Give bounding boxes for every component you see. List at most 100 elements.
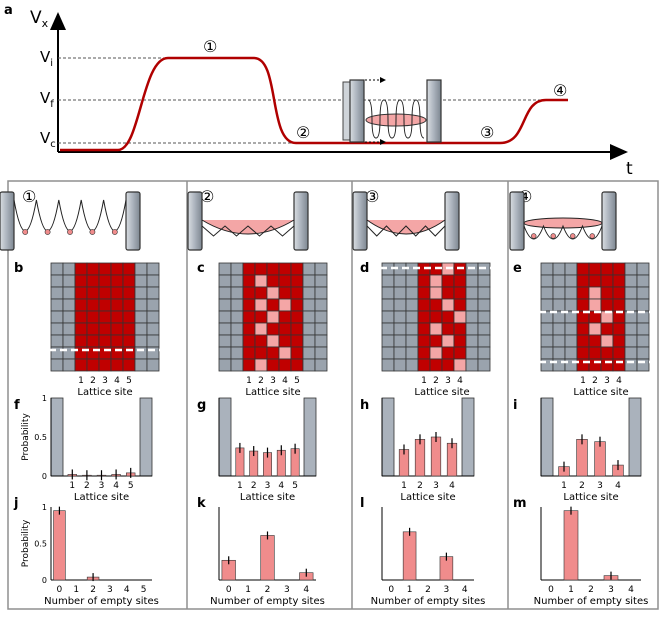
site-bar: [594, 441, 606, 477]
lattice-cell: [429, 346, 443, 360]
lattice-cell: [405, 286, 419, 300]
lattice-cell: [600, 346, 614, 360]
lattice-cell: [110, 298, 124, 312]
lattice-cell: [302, 322, 316, 336]
lattice-cell: [86, 262, 100, 276]
site-tick-label: 5: [128, 481, 134, 491]
y-tick-label: 0: [42, 576, 47, 585]
lattice-cell: [218, 262, 232, 276]
lattice-cell: [134, 358, 148, 372]
image-site-label: 2: [90, 376, 96, 386]
lattice-cell: [564, 286, 578, 300]
lattice-cell: [134, 298, 148, 312]
lattice-cell: [429, 334, 443, 348]
lattice-cell: [266, 346, 280, 360]
wall-bar-right: [461, 397, 475, 477]
lattice-cell: [302, 310, 316, 324]
trap-wall-left: [0, 191, 15, 251]
lattice-cell: [564, 334, 578, 348]
potential-ramp-curve: [60, 56, 568, 152]
site-bar: [430, 436, 442, 477]
lattice-cell: [254, 286, 268, 300]
lattice-cell: [242, 298, 256, 312]
lattice-cell: [302, 346, 316, 360]
x-axis-label: Number of empty sites: [534, 596, 649, 607]
lattice-cell: [624, 286, 638, 300]
lattice-cell: [302, 286, 316, 300]
lattice-cell: [278, 310, 292, 324]
lattice-cell: [290, 334, 304, 348]
x-axis-label: t: [626, 159, 633, 179]
empty-bar: [402, 531, 417, 581]
lattice-cell: [636, 334, 650, 348]
lattice-cell: [230, 322, 244, 336]
lattice-cell: [230, 334, 244, 348]
trap-wall-left: [187, 191, 203, 251]
lattice-cell: [254, 346, 268, 360]
image-site-label: 5: [294, 376, 300, 386]
lattice-cell: [254, 358, 268, 372]
empty-tick-label: 1: [245, 585, 251, 595]
lattice-cell: [110, 262, 124, 276]
wall-bar-right: [139, 397, 153, 477]
empty-tick-label: 3: [608, 585, 614, 595]
lattice-cell: [477, 274, 491, 288]
lattice-cell: [588, 334, 602, 348]
lattice-cell: [122, 358, 136, 372]
lattice-cell: [600, 286, 614, 300]
lattice-cell: [62, 286, 76, 300]
lattice-cell: [612, 322, 626, 336]
site-tick-label: 1: [237, 481, 243, 491]
lattice-cell: [465, 286, 479, 300]
lattice-cell: [441, 286, 455, 300]
lattice-cell: [50, 262, 64, 276]
trap-wall-right: [293, 191, 309, 251]
empty-tick-label: 4: [462, 585, 468, 595]
lattice-cell: [134, 322, 148, 336]
lattice-cell: [314, 286, 328, 300]
lattice-cell: [381, 286, 395, 300]
lattice-cell: [393, 310, 407, 324]
level-vc: Vc: [40, 129, 300, 150]
lattice-cell: [477, 286, 491, 300]
lattice-cell: [290, 322, 304, 336]
lattice-cell: [540, 298, 554, 312]
lattice-cell: [393, 274, 407, 288]
image-site-label: 1: [246, 376, 252, 386]
y-tick-label: 1: [42, 503, 47, 512]
lattice-cell: [230, 298, 244, 312]
lattice-cell: [441, 346, 455, 360]
step-marker-3: ③: [480, 123, 494, 142]
y-axis-label: Vx: [30, 8, 49, 30]
lattice-cell: [266, 286, 280, 300]
lattice-cell: [564, 274, 578, 288]
lattice-cell: [86, 358, 100, 372]
lattice-cell: [624, 346, 638, 360]
lattice-cell: [600, 298, 614, 312]
lattice-cell: [134, 262, 148, 276]
site-tick-label: 2: [579, 481, 585, 491]
lattice-cell: [218, 346, 232, 360]
y-tick-label: 0: [42, 472, 47, 481]
empty-tick-label: 1: [407, 585, 413, 595]
lattice-cell: [429, 298, 443, 312]
lattice-cell: [588, 346, 602, 360]
lattice-cell: [98, 310, 112, 324]
lattice-cell: [636, 298, 650, 312]
lattice-cell: [429, 274, 443, 288]
empty-tick-label: 2: [425, 585, 431, 595]
lattice-cell: [110, 322, 124, 336]
empty-tick-label: 0: [548, 585, 554, 595]
lattice-cell: [266, 262, 280, 276]
image-axis-label: Lattice site: [573, 387, 628, 398]
lattice-cell: [552, 262, 566, 276]
lattice-cell: [278, 334, 292, 348]
lattice-cell: [146, 286, 160, 300]
lattice-cell: [576, 322, 590, 336]
lattice-cell: [314, 322, 328, 336]
image-axis-label: Lattice site: [77, 387, 132, 398]
site-tick-label: 3: [433, 481, 439, 491]
lattice-cell: [314, 310, 328, 324]
